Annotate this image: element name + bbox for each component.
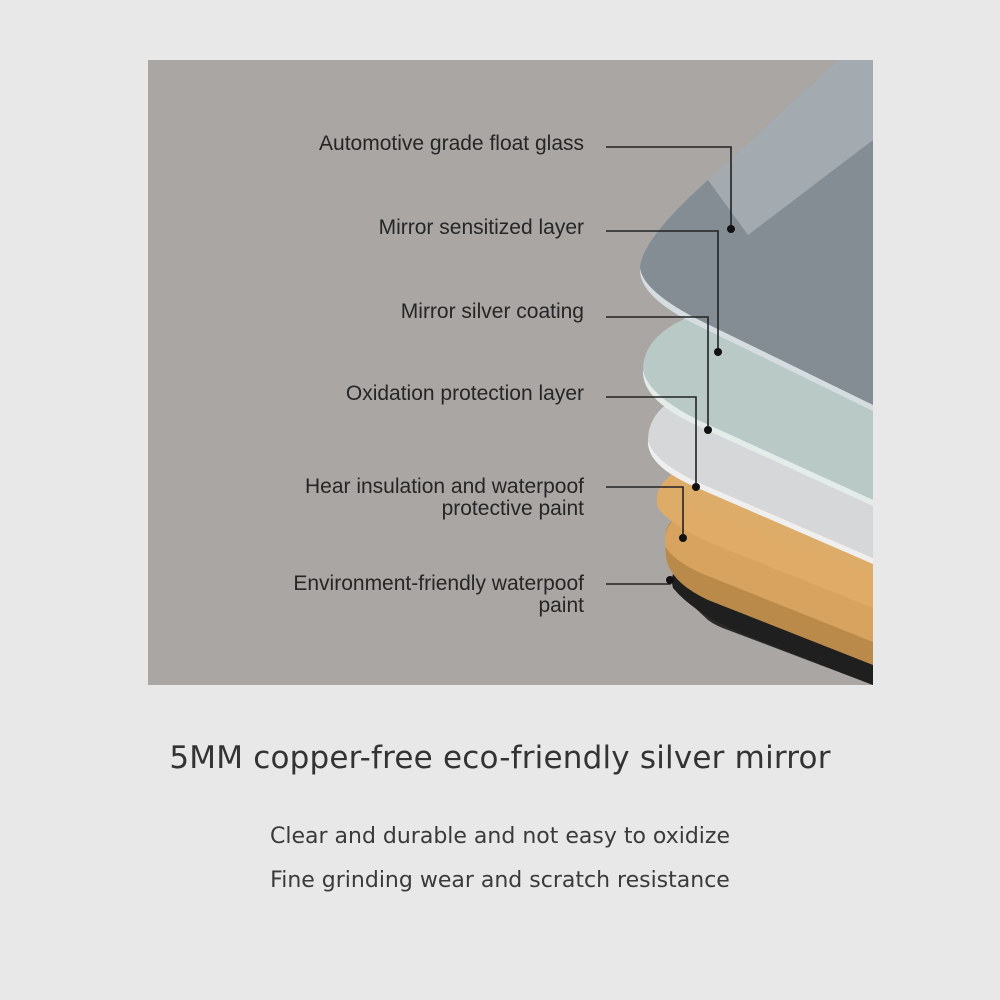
layer-label-line: Mirror silver coating [400,300,584,323]
layer-oxidation-top [656,458,873,608]
leader-line [606,486,684,538]
layer-label: Mirror sensitized layer [379,217,584,239]
leader-line [606,580,671,585]
layer-label-line: Automotive grade float glass [319,132,584,155]
leader-line [606,396,697,487]
headline: 5MM copper-free eco-friendly silver mirr… [169,740,831,776]
layer-waterproof-paint [665,515,873,665]
feature-text: Fine grinding wear and scratch resistanc… [270,868,730,893]
leader-dot [714,348,722,356]
leader-dot [666,576,674,584]
layer-label: Mirror silver coating [401,301,584,323]
leader-line [606,316,709,430]
layer-label-line: protective paint [441,497,584,520]
leader-line [606,146,732,229]
mirror-layers-illustration [606,60,873,685]
layer-label-line: Oxidation protection layer [345,382,584,405]
layer-label-line: paint [538,594,584,617]
leader-dot [704,426,712,434]
layer-label-line: Environment-friendly waterpoof [293,572,584,595]
leader-dot [692,483,700,491]
leader-dot [679,534,687,542]
feature-text: Clear and durable and not easy to oxidiz… [269,824,730,849]
layer-label-line: Hear insulation and waterpoof [304,475,584,498]
leader-dot [727,225,735,233]
layer-label-line: Mirror sensitized layer [378,216,584,239]
layer-label: Automotive grade float glass [319,133,584,155]
leader-line [606,230,719,352]
layer-label: Oxidation protection layer [346,383,584,405]
